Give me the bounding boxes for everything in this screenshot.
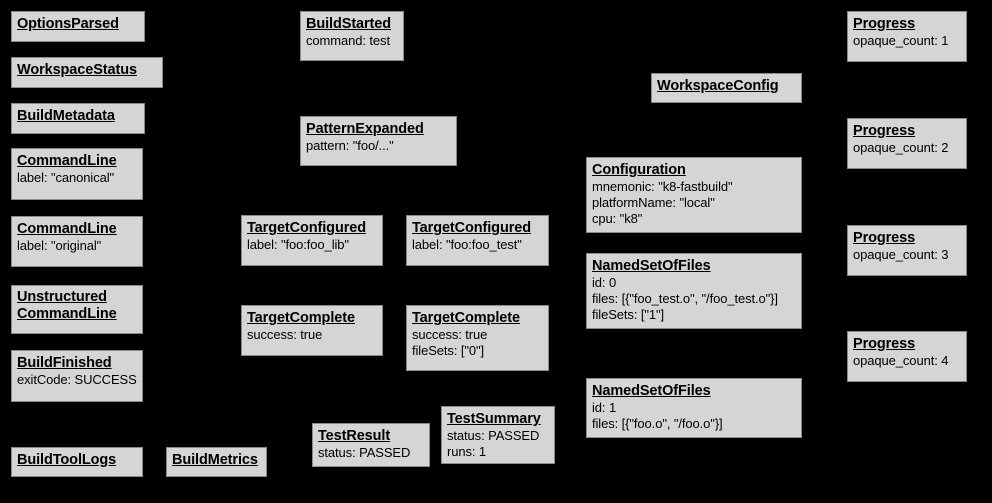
node-field: label: "foo:foo_lib" <box>247 237 349 252</box>
node-fields: opaque_count: 2 <box>853 140 961 156</box>
node-build-tool-logs[interactable]: BuildToolLogs <box>11 447 143 477</box>
node-options-parsed[interactable]: OptionsParsed <box>11 11 145 42</box>
node-fields: pattern: "foo/..." <box>306 138 451 154</box>
node-title: Progress <box>853 336 916 352</box>
node-field: id: 1 <box>592 400 617 415</box>
node-title: Progress <box>853 230 916 246</box>
node-title: OptionsParsed <box>17 16 119 32</box>
node-title: BuildFinished <box>17 355 112 371</box>
node-fields: status: PASSED <box>318 445 424 461</box>
node-fields: opaque_count: 4 <box>853 353 961 369</box>
node-title: WorkspaceConfig <box>657 78 779 94</box>
node-field: success: true <box>412 327 488 342</box>
node-title: WorkspaceStatus <box>17 62 137 78</box>
node-fields: command: test <box>306 33 398 49</box>
node-field: success: true <box>247 327 323 342</box>
node-title: NamedSetOfFiles <box>592 258 711 274</box>
node-fields: opaque_count: 3 <box>853 247 961 263</box>
node-field: status: PASSED <box>318 445 411 460</box>
node-field: label: "foo:foo_test" <box>412 237 522 252</box>
node-title: BuildMetrics <box>172 452 258 468</box>
node-field: fileSets: ["0"] <box>412 343 485 358</box>
node-title: TestResult <box>318 428 391 444</box>
node-fields: success: true <box>247 327 377 343</box>
node-field: cpu: "k8" <box>592 211 643 226</box>
node-field: label: "canonical" <box>17 170 115 185</box>
node-workspace-status[interactable]: WorkspaceStatus <box>11 57 163 88</box>
node-title: NamedSetOfFiles <box>592 383 711 399</box>
node-field: opaque_count: 2 <box>853 140 949 155</box>
node-field: label: "original" <box>17 238 102 253</box>
node-title: Progress <box>853 16 916 32</box>
node-fields: mnemonic: "k8-fastbuild"platformName: "l… <box>592 179 796 227</box>
node-workspace-config[interactable]: WorkspaceConfig <box>651 73 802 103</box>
node-field: mnemonic: "k8-fastbuild" <box>592 179 733 194</box>
node-title: TargetConfigured <box>412 220 531 236</box>
node-unstructured-command-line[interactable]: Unstructured CommandLine <box>11 285 143 334</box>
node-field: files: [{"foo_test.o", "/foo_test.o"}] <box>592 291 778 306</box>
node-fields: label: "original" <box>17 238 137 254</box>
node-fields: label: "canonical" <box>17 170 137 186</box>
node-field: fileSets: ["1"] <box>592 307 665 322</box>
node-title: TestSummary <box>447 411 541 427</box>
node-title: TargetConfigured <box>247 220 366 236</box>
node-field: opaque_count: 1 <box>853 33 949 48</box>
node-title: Progress <box>853 123 916 139</box>
node-build-metrics[interactable]: BuildMetrics <box>166 447 267 477</box>
node-title: TargetComplete <box>247 310 355 326</box>
node-fields: opaque_count: 1 <box>853 33 961 49</box>
node-fields: label: "foo:foo_test" <box>412 237 543 253</box>
node-title: Unstructured CommandLine <box>17 289 117 322</box>
node-field: status: PASSED <box>447 428 540 443</box>
node-field: command: test <box>306 33 390 48</box>
node-field: id: 0 <box>592 275 617 290</box>
node-title: TargetComplete <box>412 310 520 326</box>
node-fields: label: "foo:foo_lib" <box>247 237 377 253</box>
node-fields: exitCode: SUCCESS <box>17 372 137 388</box>
node-field: opaque_count: 3 <box>853 247 949 262</box>
node-title: BuildMetadata <box>17 108 115 124</box>
node-title: CommandLine <box>17 221 117 237</box>
node-title: CommandLine <box>17 153 117 169</box>
node-field: runs: 1 <box>447 444 487 459</box>
node-title: PatternExpanded <box>306 121 424 137</box>
node-build-metadata[interactable]: BuildMetadata <box>11 103 145 134</box>
node-title: Configuration <box>592 162 686 178</box>
node-field: opaque_count: 4 <box>853 353 949 368</box>
node-field: pattern: "foo/..." <box>306 138 394 153</box>
node-field: files: [{"foo.o", "/foo.o"}] <box>592 416 723 431</box>
node-title: BuildStarted <box>306 16 392 32</box>
node-field: platformName: "local" <box>592 195 715 210</box>
node-field: exitCode: SUCCESS <box>17 372 137 387</box>
node-title: BuildToolLogs <box>17 452 117 468</box>
